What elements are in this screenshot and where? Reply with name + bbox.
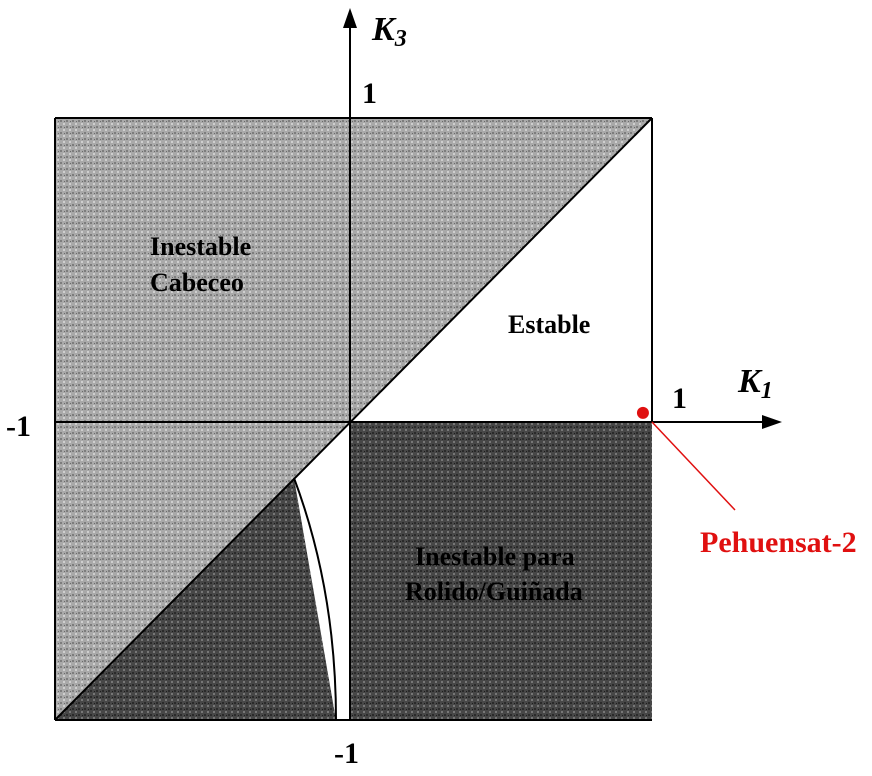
region-label-roll-yaw-line1: Inestable para xyxy=(415,542,575,571)
vertical-axis-arrow xyxy=(343,8,357,28)
horizontal-axis-label: K1 xyxy=(737,363,773,404)
vertical-axis-label: K3 xyxy=(371,11,407,52)
horizontal-axis-arrow xyxy=(762,415,782,429)
region-roll-yaw-unstable xyxy=(350,422,652,720)
pehuensat-2-leader-line xyxy=(651,421,736,511)
tick-label-horizontal-negative: -1 xyxy=(6,410,31,443)
region-label-pitch-line1: Inestable xyxy=(150,232,251,261)
pehuensat-2-label: Pehuensat-2 xyxy=(700,526,857,559)
tick-label-vertical-negative: -1 xyxy=(334,737,359,770)
horizontal-axis-label-main: K xyxy=(737,363,763,400)
region-label-stable: Estable xyxy=(508,310,590,339)
tick-label-horizontal-positive: 1 xyxy=(672,382,687,415)
gap-boundary-curve xyxy=(293,477,337,721)
region-lower-left-dark xyxy=(55,478,336,720)
vertical-axis-label-main: K xyxy=(371,11,397,48)
region-label-roll-yaw-line2: Rolido/Guiñada xyxy=(405,577,583,606)
horizontal-axis-label-sub: 1 xyxy=(761,378,773,404)
region-label-pitch-line2: Cabeceo xyxy=(150,268,244,297)
pehuensat-2-marker xyxy=(636,406,649,419)
vertical-axis-label-sub: 3 xyxy=(394,26,407,52)
region-pitch-unstable xyxy=(55,118,652,720)
tick-label-vertical-positive: 1 xyxy=(362,77,377,110)
stable-boundary-diagonal xyxy=(54,117,653,721)
